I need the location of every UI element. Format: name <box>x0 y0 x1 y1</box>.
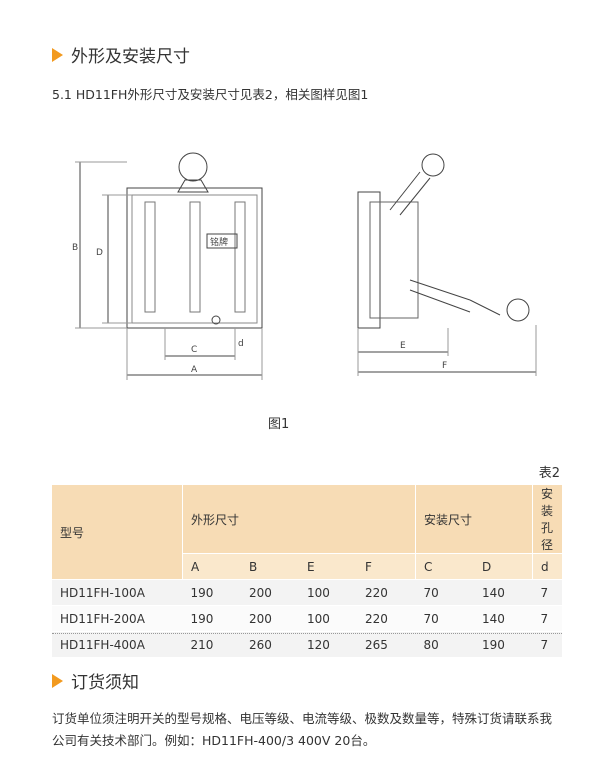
svg-text:E: E <box>400 341 406 351</box>
orange-arrow-icon <box>52 47 63 62</box>
order-notes: 订货单位须注明开关的型号规格、电压等级、电流等级、极数及数量等，特殊订货请联系我… <box>52 711 553 748</box>
svg-text:F: F <box>442 361 447 371</box>
table-row: HD11FH-400A 210 260 120 265 80 190 7 <box>52 631 562 658</box>
dotted-divider <box>52 633 562 634</box>
header-model: 型号 <box>52 485 183 580</box>
side-view-base <box>357 191 381 329</box>
svg-text:d: d <box>238 339 244 349</box>
front-view-body <box>126 187 263 329</box>
nameplate <box>206 233 238 249</box>
svg-text:D: D <box>96 248 103 258</box>
spec-table: 型号 外形尺寸 安装尺寸 安装孔径 A B E F C D d HD11FH-1… <box>52 485 562 658</box>
header-outline: 外形尺寸 <box>182 485 416 554</box>
table-row: HD11FH-200A 190 200 100 220 70 140 7 <box>52 605 562 632</box>
table-number: 表2 <box>538 466 560 481</box>
table-row: HD11FH-100A 190 200 100 220 70 140 7 <box>52 579 562 606</box>
svg-text:A: A <box>191 365 198 375</box>
header-install: 安装尺寸 <box>415 485 533 554</box>
svg-text:铭牌: 铭牌 <box>210 236 228 248</box>
handle-knob <box>178 152 208 182</box>
header-hole: 安装孔径 <box>532 485 562 554</box>
section-title-order: 订货须知 <box>52 668 139 693</box>
intro-text: 5.1 HD11FH外形尺寸及安装尺寸见表2，相关图样见图1 <box>52 87 369 102</box>
table-header-row: 型号 外形尺寸 安装尺寸 安装孔径 <box>52 485 562 580</box>
section-title-outline: 外形及安装尺寸 <box>52 42 190 67</box>
orange-arrow-icon <box>52 673 63 688</box>
svg-text:C: C <box>191 345 197 355</box>
figure-caption: 图1 <box>268 417 290 432</box>
svg-text:B: B <box>72 243 78 253</box>
dimension-drawing: B D C d A E F 铭牌 <box>72 152 537 380</box>
